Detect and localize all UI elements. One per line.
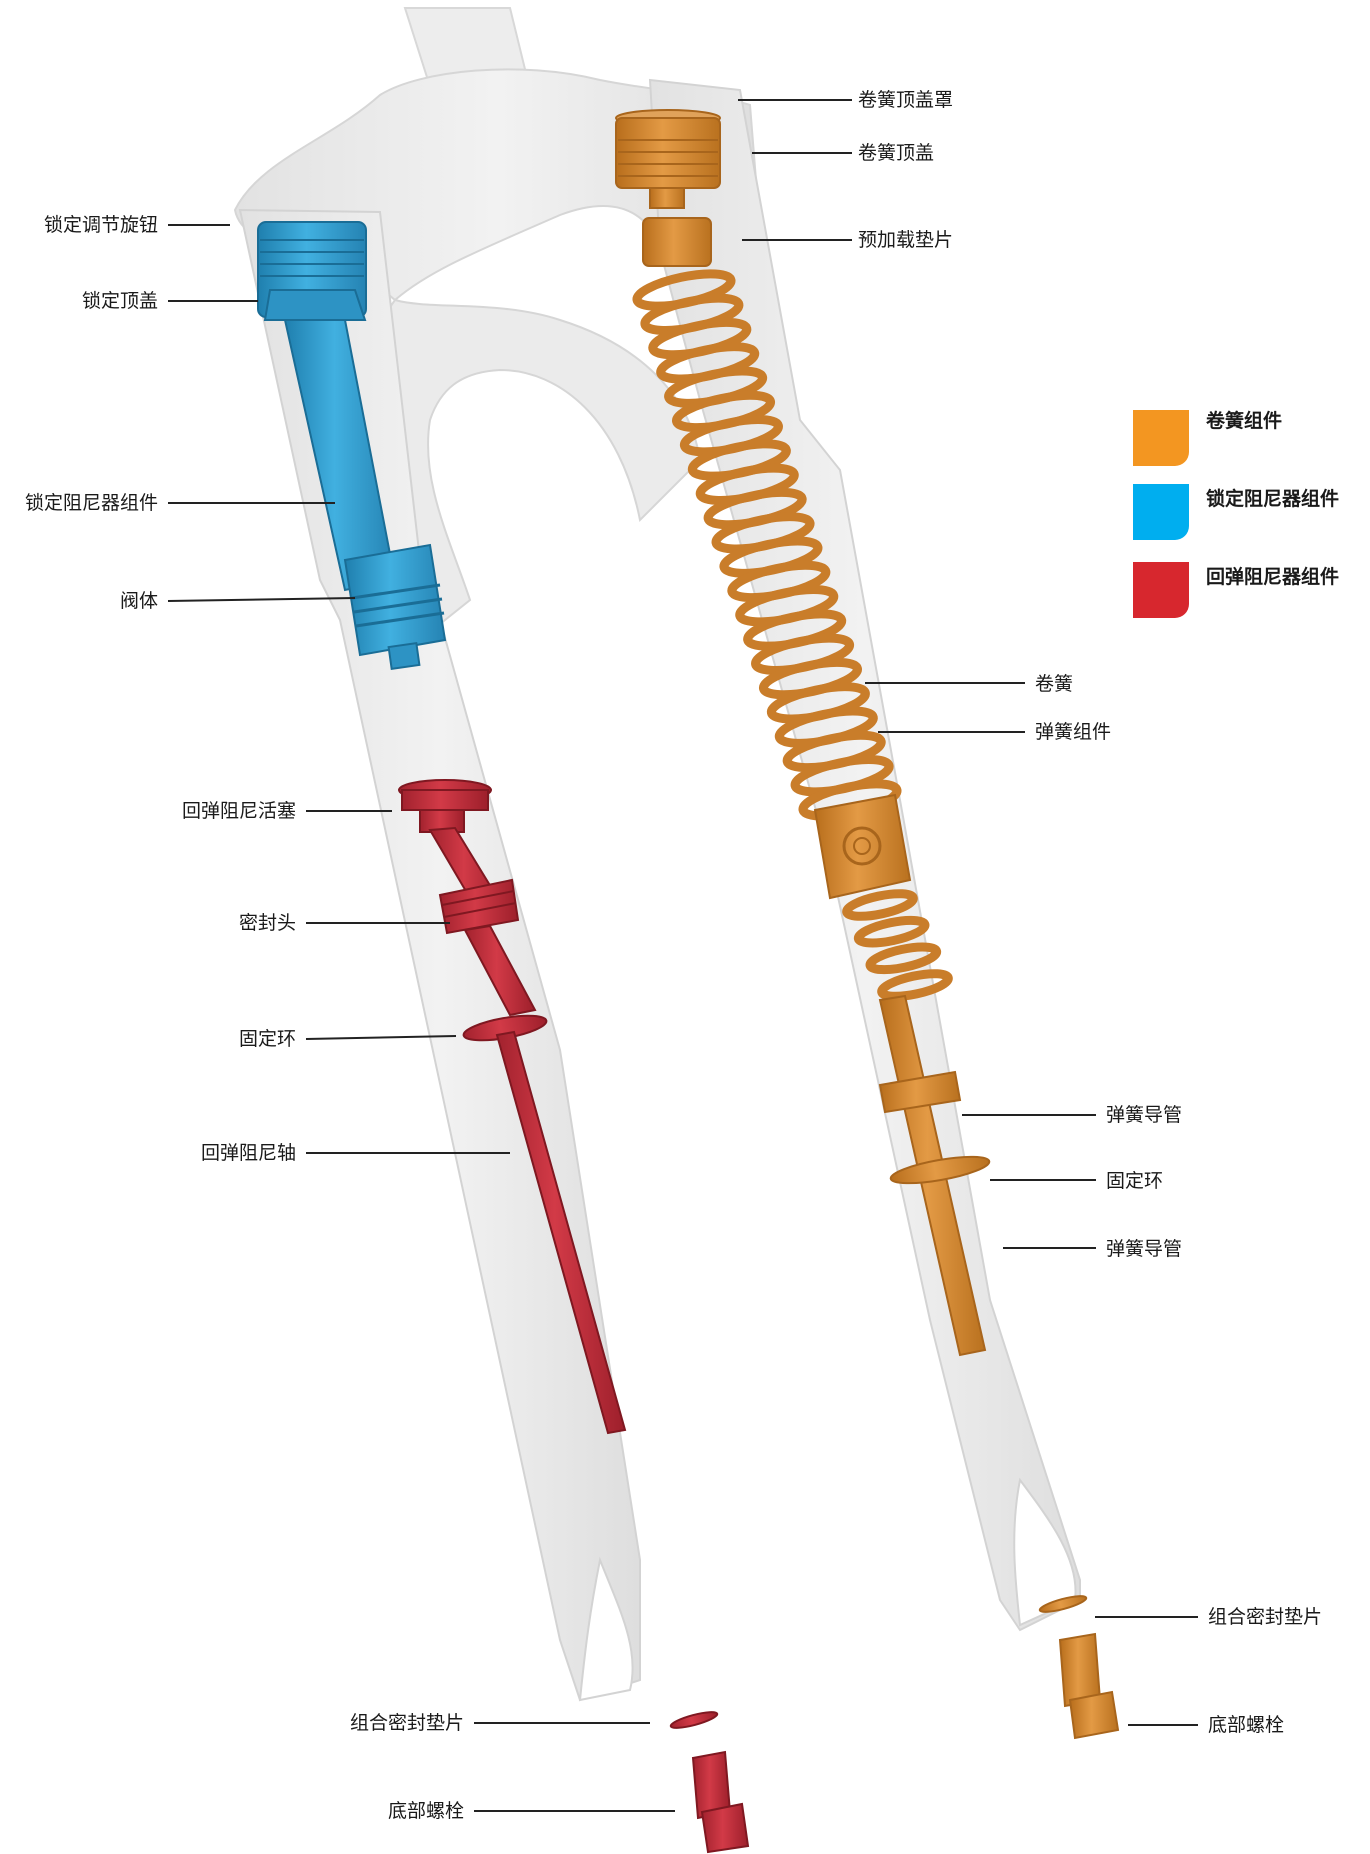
spring-assembly-part [815,795,910,898]
label-retaining-ring-left: 固定环 [239,1028,296,1050]
label-seal-head: 密封头 [239,912,296,934]
label-spring-assembly: 弹簧组件 [1035,721,1111,743]
legend-swatch-red [1133,562,1189,618]
left-fork-leg [240,210,640,1700]
label-coil-cap: 卷簧顶盖 [858,142,934,164]
leader-line [168,598,355,601]
preload-spacer-part [643,218,711,266]
label-lockout-damper: 锁定阻尼器组件 [25,492,158,514]
legend-label-red: 回弹阻尼器组件 [1206,562,1339,589]
label-preload-spacer: 预加载垫片 [858,229,953,251]
lockout-cap-part [258,222,366,320]
legend-swatch-blue [1133,484,1189,540]
legend-label-orange: 卷簧组件 [1206,406,1282,433]
label-rebound-shaft: 回弹阻尼轴 [201,1142,296,1164]
label-valve-body: 阀体 [120,590,158,612]
bottom-bolt-right-part [1060,1634,1118,1738]
label-bottom-bolt-right: 底部螺栓 [1208,1714,1284,1736]
label-crush-washer-left: 组合密封垫片 [350,1712,464,1734]
label-lockout-knob: 锁定调节旋钮 [44,214,158,236]
legend-swatch-orange [1133,410,1189,466]
label-coil-cap-cover: 卷簧顶盖罩 [858,89,953,111]
label-rebound-piston: 回弹阻尼活塞 [182,800,296,822]
label-lockout-cap: 锁定顶盖 [82,290,158,312]
label-coil-spring: 卷簧 [1035,673,1073,695]
label-bottom-bolt-left: 底部螺栓 [388,1800,464,1822]
bottom-bolt-left-part [693,1752,748,1852]
label-retaining-ring-right: 固定环 [1106,1170,1163,1192]
label-spring-guide-2: 弹簧导管 [1106,1238,1182,1260]
label-spring-guide-1: 弹簧导管 [1106,1104,1182,1126]
crush-washer-left-part [670,1709,719,1731]
label-crush-washer-right: 组合密封垫片 [1208,1606,1322,1628]
legend-label-blue: 锁定阻尼器组件 [1206,484,1339,511]
